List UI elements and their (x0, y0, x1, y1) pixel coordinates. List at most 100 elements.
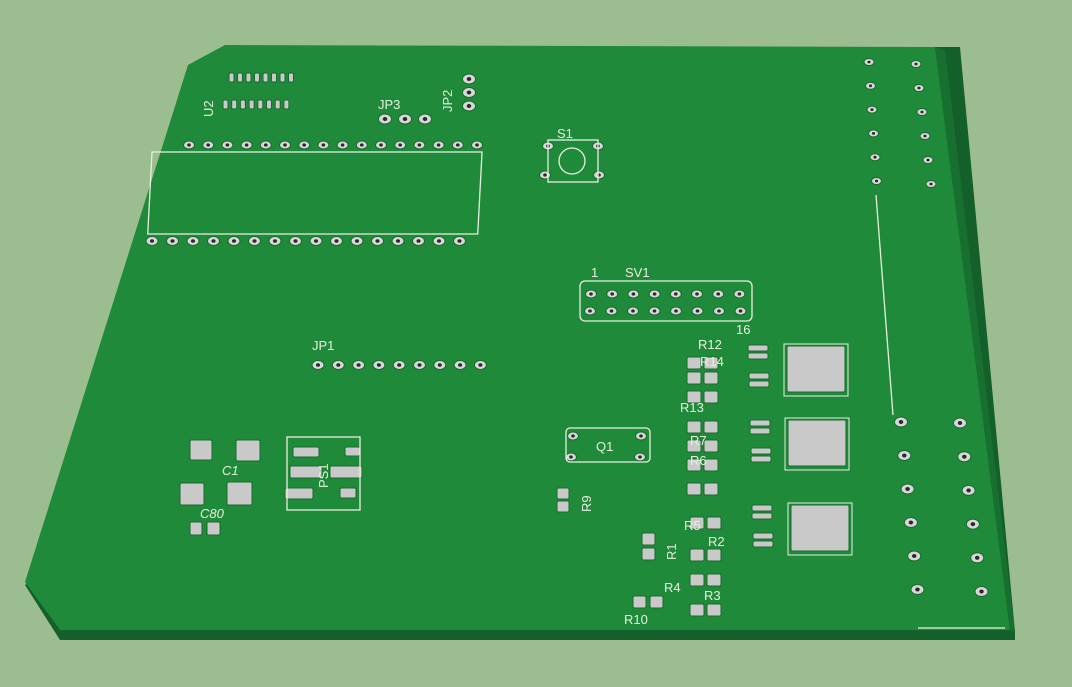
transistor-pin-pad (750, 455, 772, 463)
sv1-pin-drill (737, 292, 742, 296)
u1-pin-drill (149, 239, 155, 243)
sv1-pin-drill (631, 309, 635, 313)
sv1-pin-drill (716, 292, 720, 296)
jp1-pin-drill (376, 363, 381, 367)
label-r12: R12 (698, 337, 722, 352)
transistor-pin-pad (751, 512, 773, 520)
ps1-outline (286, 436, 361, 511)
jp1-pin-drill (356, 363, 361, 367)
ps1-pad (284, 487, 314, 500)
q1-pin-drill (638, 455, 642, 459)
transistor-tab-pad (790, 504, 850, 552)
resistor-pad (689, 548, 705, 562)
label-r5: R5 (684, 518, 701, 533)
u1-pin-drill (379, 143, 383, 147)
u1-pin-drill (340, 143, 345, 147)
u1-pin-drill (225, 143, 230, 147)
connector-pin-drill (868, 84, 873, 88)
connector-pin-drill (920, 110, 924, 114)
jp3-pin-drill (402, 117, 408, 121)
connector-pin-drill (908, 520, 914, 525)
connector-pin-drill (898, 420, 904, 424)
r1-pad (641, 532, 656, 546)
label-u2: U2 (201, 100, 216, 117)
ps1-pad (292, 446, 320, 458)
connector-pin-drill (902, 453, 907, 458)
board-surface (25, 45, 1010, 630)
transistor-pin-pad (749, 419, 771, 427)
sv1-pin-drill (631, 292, 636, 296)
connector-pin-drill (873, 155, 877, 159)
label-r9: R9 (579, 495, 594, 512)
connector-pin-drill (926, 158, 930, 162)
sv1-pin-drill (717, 309, 721, 313)
u1-pin-drill (272, 239, 278, 243)
u2-pad (274, 99, 281, 110)
transistor-tab-pad (786, 345, 846, 393)
u1-pin-drill (293, 239, 298, 243)
label-r4: R4 (664, 580, 681, 595)
transistor-pin-pad (747, 344, 769, 352)
u1-pin-drill (360, 143, 364, 147)
u2-pad (257, 99, 264, 110)
u1-pin-drill (313, 239, 319, 243)
u1-pin-drill (354, 239, 360, 243)
u2-pad (248, 99, 255, 110)
connector-pin-drill (979, 589, 984, 594)
q1-pin-drill (571, 434, 575, 438)
connector-pin-drill (874, 179, 879, 183)
sv1-outline (579, 280, 753, 322)
label-sv1: SV1 (625, 265, 650, 280)
u1-pin-drill (190, 239, 196, 243)
u2-pad (266, 99, 272, 110)
connector-pin-drill (962, 454, 967, 459)
u2-pad (271, 72, 277, 83)
label-sv1-pin16: 16 (736, 322, 750, 337)
s1-pin-drill (543, 173, 547, 177)
jp1-pin-drill (397, 363, 402, 367)
sv1-pin-drill (738, 309, 743, 313)
jp1-pin-drill (417, 363, 422, 367)
connector-pin-drill (911, 554, 917, 558)
connector-pin-drill (917, 86, 921, 90)
q1-outline (565, 427, 651, 463)
label-jp1: JP1 (312, 338, 334, 353)
resistor-pad (703, 390, 719, 404)
u1-pin-drill (321, 143, 326, 147)
u2-pad (222, 99, 229, 110)
r10-pad (649, 595, 664, 609)
resistor-pad (703, 439, 719, 453)
resistor-pad (686, 420, 702, 434)
transistor-pin-pad (752, 532, 774, 540)
jp1-pin-drill (336, 363, 341, 367)
connector-pin-drill (914, 62, 918, 66)
jp2-pin-drill (466, 90, 472, 95)
u1-pin-drill (302, 143, 307, 147)
u1-pin-drill (436, 239, 442, 243)
resistor-pad (686, 439, 702, 453)
u2-pad (231, 99, 238, 110)
label-r13: R13 (680, 400, 704, 415)
label-jp3: JP3 (378, 97, 400, 112)
label-r6: R6 (690, 453, 707, 468)
transistor-pin-pad (751, 504, 773, 512)
connector-pin-drill (905, 487, 910, 491)
resistor-pad (703, 458, 719, 472)
transistor-pin-pad (749, 427, 771, 435)
jp3-pin-drill (422, 117, 428, 121)
r10-pad (632, 595, 647, 609)
label-r2: R2 (708, 534, 725, 549)
resistor-pad (686, 356, 702, 370)
resistor-pad (703, 356, 719, 370)
sv1-pin-drill (610, 292, 614, 296)
sv1-pin-drill (695, 292, 699, 296)
u2-pad (228, 72, 235, 83)
connector-pin-drill (970, 522, 976, 527)
jp1-pin-drill (437, 363, 442, 367)
u1-pin-drill (416, 239, 421, 243)
sv1-pin-drill (652, 292, 657, 296)
resistor-pad (703, 420, 719, 434)
connector-pin-drill (966, 488, 971, 493)
u2-pad (283, 99, 290, 110)
